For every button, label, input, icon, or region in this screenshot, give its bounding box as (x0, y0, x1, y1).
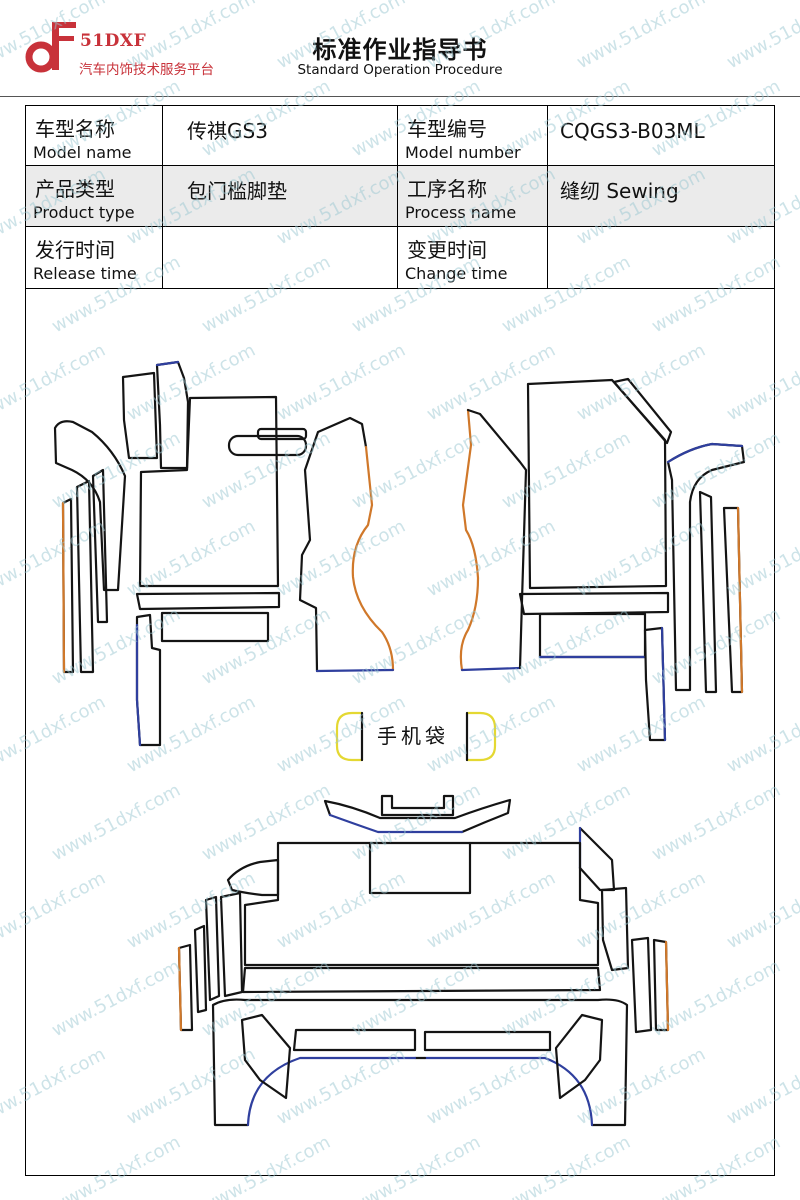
right-side-curve-piece (666, 442, 746, 692)
rear-bar (241, 966, 602, 994)
left-side-curve-piece (53, 420, 127, 592)
right-tunnel-orange-edge (459, 408, 480, 672)
rear-left-curl (226, 858, 280, 897)
rear-right-flap (578, 826, 616, 892)
pocket-right-yellow-edge (465, 711, 497, 762)
left-lower-post-blue-edge (135, 623, 142, 747)
right-side-curve-blue-edge (666, 442, 744, 464)
left-tunnel-outline (298, 416, 368, 673)
left-bar (135, 591, 281, 611)
right-strip-1 (698, 490, 718, 694)
logo-mid-arm (59, 36, 74, 41)
rear-top-band-outline (323, 798, 512, 834)
label-model-name: 车型名称 Model name (26, 106, 163, 166)
label-change-time: 变更时间 Change time (398, 227, 548, 288)
left-pillar-piece-b (155, 360, 190, 470)
label-en: Process name (405, 203, 517, 222)
rear-mid-strip-left (292, 1028, 417, 1052)
rear-arch-outline (211, 998, 629, 1127)
left-lower-post (135, 613, 162, 747)
rear-left-quad (240, 1013, 292, 1100)
value-product-type: 包门槛脚垫 (163, 166, 398, 227)
page-subtitle: Standard Operation Procedure (297, 62, 503, 78)
rear-top-tab (380, 794, 455, 817)
label-release-time: 发行时间 Release time (26, 227, 163, 288)
rear-mid-strip-right (423, 1030, 552, 1052)
label-model-number: 车型编号 Model number (398, 106, 548, 166)
phone-pocket-group (335, 711, 497, 762)
value-release-time (163, 227, 398, 288)
rear-left-strip-1 (204, 895, 221, 1002)
header-divider (0, 96, 800, 97)
label-en: Product type (33, 203, 135, 222)
rear-left-strip-4-orange-edge (177, 946, 183, 1032)
pocket-left-yellow-edge (335, 711, 364, 762)
label-en: Model name (33, 143, 132, 162)
right-bar (518, 591, 670, 616)
brand-name: 51DXF (80, 31, 147, 51)
label-zh: 工序名称 (407, 177, 487, 201)
label-en: Release time (33, 264, 137, 283)
rear-center-cutout (368, 841, 472, 895)
label-zh: 变更时间 (407, 238, 487, 262)
left-strip-3 (91, 468, 109, 624)
front-left-group (53, 360, 395, 747)
front-right-group (459, 377, 746, 742)
value-process-name: 缝纫 Sewing (548, 166, 774, 227)
left-tunnel-orange-edge (351, 445, 395, 672)
logo-top-arm (52, 22, 76, 28)
right-strip-2-orange-edge (736, 506, 744, 694)
left-tunnel-blue-edge (315, 668, 395, 673)
rear-group (177, 794, 670, 1127)
right-lower-post-blue-edge (660, 626, 667, 742)
left-tab-lower (227, 434, 308, 457)
logo-mark-graphic (25, 22, 76, 73)
rear-arch-blue-edge-right (423, 1056, 594, 1127)
rear-right-strip-2 (630, 936, 653, 1034)
right-lower-rect (538, 612, 647, 659)
right-front-mat (526, 378, 668, 590)
label-product-type: 产品类型 Product type (26, 166, 163, 227)
value-model-name: 传祺GS3 (163, 106, 398, 166)
brand-tagline: 汽车内饰技术服务平台 (79, 62, 214, 78)
label-zh: 产品类型 (35, 177, 115, 201)
rear-left-strip-3 (193, 924, 208, 1014)
label-zh: 车型编号 (407, 117, 487, 141)
logo-stem (52, 22, 59, 70)
label-en: Change time (405, 264, 508, 283)
rear-top-band-blue-edge (328, 813, 464, 834)
label-en: Model number (405, 143, 521, 162)
rear-right-quad (554, 1013, 604, 1100)
rear-right-strip-1 (600, 886, 630, 972)
left-pillar-piece-a (121, 371, 159, 460)
phone-pocket-label: 手机袋 (377, 724, 449, 748)
page-title: 标准作业指导书 (312, 36, 488, 64)
right-slant-strip (612, 377, 673, 445)
left-strip-2 (75, 479, 95, 674)
left-front-mat (138, 395, 280, 588)
right-tunnel-blue-edge (460, 666, 522, 672)
value-change-time (548, 227, 774, 288)
value-model-number: CQGS3-B03ML (548, 106, 774, 166)
rear-main-mat (243, 841, 600, 967)
rear-arch-blue-edge-left (246, 1056, 417, 1127)
label-zh: 发行时间 (35, 238, 115, 262)
label-zh: 车型名称 (35, 117, 115, 141)
diagram-frame (25, 289, 775, 1176)
left-lower-rect (160, 611, 270, 643)
left-strip-1-orange-edge (61, 501, 66, 674)
right-lower-post (643, 626, 667, 742)
info-table: 车型名称 Model name 传祺GS3 车型编号 Model number … (25, 105, 775, 289)
rear-left-strip-2 (219, 891, 244, 998)
logo-mark-icon (22, 20, 78, 76)
rear-right-strip-3-orange-edge (664, 940, 670, 1032)
floor-mat-pattern-diagram (53, 360, 746, 1127)
left-tab-upper (256, 427, 308, 441)
right-tunnel-outline (466, 408, 528, 670)
left-pillar-piece-b-blue-edge (155, 360, 180, 367)
label-process-name: 工序名称 Process name (398, 166, 548, 227)
